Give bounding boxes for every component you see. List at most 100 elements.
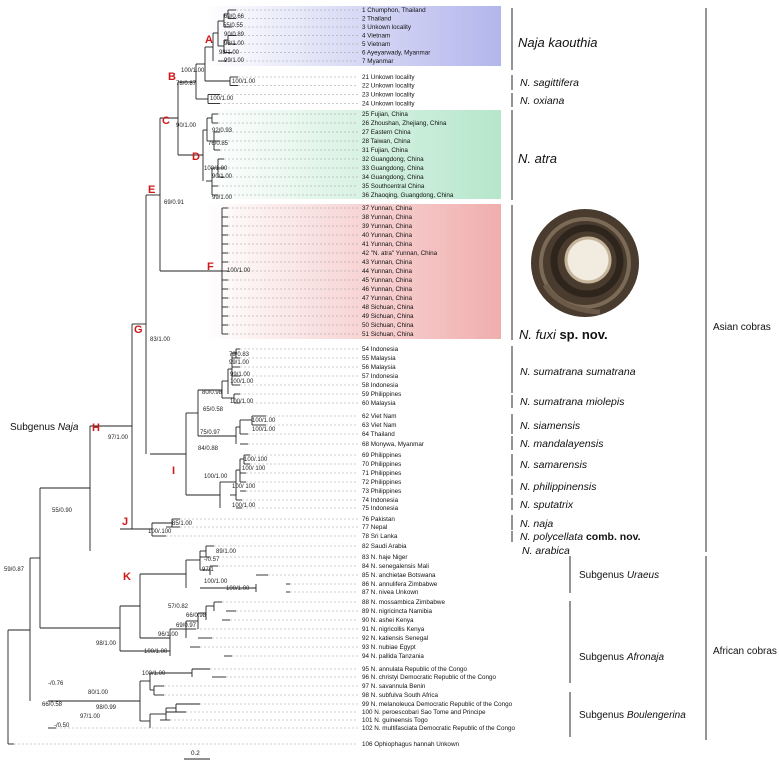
taxon-label: 45 Yunnan, China [362, 277, 412, 284]
support-value: 65/0.58 [203, 407, 224, 413]
taxon-label: 3 Unkown locality [362, 24, 412, 31]
oxiana-label: N. oxiana [520, 95, 565, 107]
support-value: 80/1.00 [88, 690, 109, 696]
taxon-label: 101 N. guineensis Togo [362, 717, 428, 724]
naja-label: N. naja [520, 518, 553, 530]
support-value: 83/1.00 [150, 337, 171, 343]
support-value: 90/0.89 [224, 32, 245, 38]
taxon-label: 27 Eastern China [362, 129, 411, 136]
taxon-label: 54 Indonesia [362, 346, 399, 353]
support-value: 100/1.00 [230, 379, 254, 385]
subgenus-naja-label: Subgenus Naja [10, 422, 79, 433]
taxon-label: 41 Yunnan, China [362, 241, 412, 248]
polycellata-label: N. polycellata comb. nov. [520, 531, 641, 543]
taxon-label: 50 Sichuan, China [362, 322, 414, 329]
support-value: 66/0.58 [42, 702, 63, 708]
taxon-label: 82 Saudi Arabia [362, 543, 407, 550]
support-value: 100/1.00 [232, 79, 256, 85]
miolepis-label: N. sumatrana miolepis [520, 396, 625, 408]
node-letter-a: A [205, 34, 213, 46]
scale-bar-label: 0.2 [191, 750, 200, 757]
support-value: 97/1.00 [108, 435, 129, 441]
support-value: 100/1.00 [181, 68, 205, 74]
support-value: 100/1.00 [232, 503, 256, 509]
taxon-leader-lines [14, 9, 358, 745]
taxon-label: 91 N. nigricollis Kenya [362, 626, 425, 633]
taxon-label: 72 Philippines [362, 479, 401, 486]
taxon-label: 26 Zhoushan, Zhejiang, China [362, 120, 447, 127]
asian-cobras-label: Asian cobras [713, 322, 771, 333]
taxon-label: 34 Guangdong, China [362, 174, 424, 181]
taxon-label: 85 N. anchietae Botswana [362, 572, 436, 579]
taxon-label: 32 Guangdong, China [362, 156, 424, 163]
node-letter-e: E [148, 184, 155, 196]
node-letter-j: J [122, 516, 128, 528]
support-value: 100/1.00 [226, 586, 250, 592]
node-letter-g: G [134, 324, 143, 336]
support-value: 57/0.82 [168, 604, 189, 610]
taxon-label: 25 Fujian, China [362, 111, 408, 118]
support-value: 97/1.00 [80, 714, 101, 720]
taxon-label: 84 N. senegalensis Mali [362, 563, 429, 570]
samarensis-label: N. samarensis [520, 459, 588, 471]
taxon-label: 36 Zhaoqing, Guangdong, China [362, 192, 454, 199]
node-letter-i: I [172, 465, 175, 477]
taxon-label: 106 Ophiophagus hannah Unkown [362, 741, 459, 748]
taxon-label: 60 Malaysia [362, 400, 396, 407]
taxon-label: 62 Viet Nam [362, 413, 397, 420]
mandalayensis-label: N. mandalayensis [520, 438, 604, 450]
taxon-label: 68 Monywa, Myanmar [362, 441, 424, 448]
node-letter-d: D [192, 151, 200, 163]
taxon-label: 22 Unkown locality [362, 83, 415, 90]
support-value: 98/1.00 [219, 50, 240, 56]
taxon-label: 102 N. multifasciata Democratic Republic… [362, 725, 515, 732]
sagittifera-label: N. sagittifera [520, 77, 579, 89]
taxon-label: 43 Yunnan, China [362, 259, 412, 266]
node-letter-b: B [168, 71, 176, 83]
taxon-label: 93 N. nubiae Egypt [362, 644, 416, 651]
support-value: 100/1.00 [204, 166, 228, 172]
support-value: 99/1.00 [229, 360, 250, 366]
support-value: 97/1 [202, 567, 214, 573]
support-value: 100/1.00 [252, 427, 276, 433]
philippinensis-label: N. philippinensis [520, 481, 597, 493]
taxon-label: 70 Philippines [362, 461, 401, 468]
clade-highlight-bands [205, 6, 501, 339]
taxon-label: 59 Philippines [362, 391, 401, 398]
taxon-label: 1 Chumphon, Thailand [362, 7, 426, 14]
support-value: 75/0.97 [200, 430, 221, 436]
taxon-label: 46 Yunnan, China [362, 286, 412, 293]
taxon-label: 86 N. annulifera Zimbabwe [362, 581, 438, 588]
support-value: 69/0.91 [164, 200, 185, 206]
taxon-label: 83 N. haje Niger [362, 554, 408, 561]
support-value: 90/1.00 [212, 174, 233, 180]
taxon-label: 33 Guangdong, China [362, 165, 424, 172]
support-value: 79/0.83 [229, 352, 250, 358]
taxon-label: 99 N. melanoleuca Democratic Republic of… [362, 701, 513, 708]
support-value: 99/1.00 [230, 372, 251, 378]
taxon-label: 92 N. katiensis Senegal [362, 635, 428, 642]
arabica-label: N. arabica [522, 545, 570, 557]
kaouthia-band [205, 6, 501, 66]
taxon-label: 94 N. pallida Tanzania [362, 653, 424, 660]
support-value: 98/1.00 [96, 641, 117, 647]
support-value: 100/.100 [244, 457, 268, 463]
fuxi-band [205, 204, 501, 339]
node-letter-f: F [207, 261, 214, 273]
taxon-label: 73 Philippines [362, 488, 401, 495]
support-value: 69/0.66 [224, 14, 245, 20]
node-support-values: 69/0.6655/0.5590/0.8998/1.0098/1.0099/1.… [4, 14, 276, 729]
node-letter-k: K [123, 571, 131, 583]
taxon-label: 42 "N. atra" Yunnan, China [362, 250, 438, 257]
taxon-label: 56 Malaysia [362, 364, 396, 371]
taxon-label: 88 N. mossambica Zimbabwe [362, 599, 445, 606]
subgenus-afronaja-label: Subgenus Afronaja [579, 652, 665, 663]
taxon-label: 69 Philippines [362, 452, 401, 459]
taxon-label: 7 Myanmar [362, 58, 394, 65]
taxon-label: 90 N. ashei Kenya [362, 617, 414, 624]
taxon-label: 64 Thailand [362, 431, 395, 438]
